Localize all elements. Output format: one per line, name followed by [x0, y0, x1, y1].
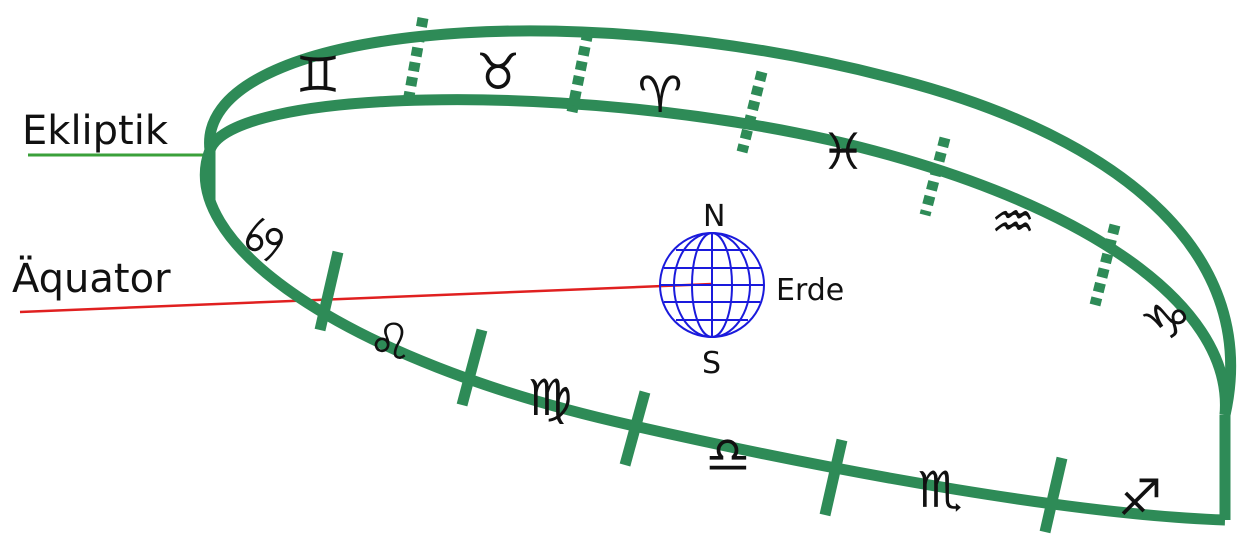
zodiac-pisces-icon: ♓ [821, 123, 866, 181]
ring-lower-edge [199, 148, 1226, 526]
ring-middle-edge [204, 94, 1231, 416]
ring-upper-edge [204, 25, 1237, 417]
back-divider [1089, 223, 1121, 307]
back-divider [566, 30, 594, 114]
south-label: S [702, 346, 721, 381]
equator-line [19, 282, 713, 314]
ecliptic-label: Ekliptik [22, 108, 169, 154]
back-divider [736, 70, 768, 154]
back-divider [402, 17, 429, 103]
front-divider [819, 438, 848, 517]
zodiac-scorpio-icon: ♏ [918, 461, 963, 519]
zodiac-virgo-icon: ♍ [528, 369, 573, 427]
zodiac-libra-icon: ♎ [706, 426, 751, 484]
back-dividers [402, 17, 1121, 307]
zodiac-leo-icon: ♌ [368, 313, 413, 371]
earth-globe-icon [659, 232, 765, 338]
back-divider [919, 136, 951, 217]
zodiac-back-symbols: ♊ ♉ ♈ ♓ ♒ ♑ [296, 43, 1203, 357]
equator-label: Äquator [12, 254, 171, 302]
zodiac-capricorn-icon: ♑ [1133, 283, 1203, 356]
zodiac-gemini-icon: ♊ [296, 46, 341, 104]
front-divider [456, 328, 488, 407]
north-label: N [703, 199, 725, 234]
zodiac-aquarius-icon: ♒ [991, 193, 1036, 251]
front-divider [1039, 456, 1068, 534]
front-dividers [314, 250, 1068, 534]
front-divider [314, 250, 344, 332]
zodiac-ring [199, 25, 1237, 526]
zodiac-cancer-icon: ♋ [228, 205, 301, 275]
earth-label: Erde [776, 273, 844, 308]
zodiac-aries-icon: ♈ [638, 66, 683, 124]
zodiac-sagittarius-icon: ♐ [1118, 469, 1163, 527]
zodiac-taurus-icon: ♉ [476, 43, 521, 101]
front-divider [619, 390, 651, 467]
